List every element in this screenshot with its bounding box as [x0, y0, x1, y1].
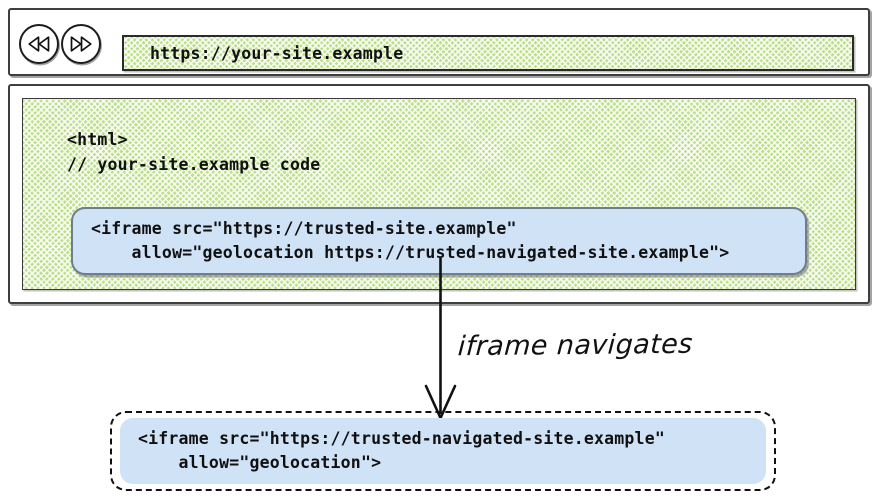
url-text: https://your-site.example [150, 43, 404, 63]
rewind-icon [27, 36, 51, 52]
browser-viewport: <html> // your-site.example code <iframe… [8, 84, 870, 304]
code-line-comment: // your-site.example code [67, 155, 321, 174]
code-line-html-open: <html> [67, 130, 128, 149]
back-button[interactable] [19, 24, 59, 64]
navigation-buttons [19, 22, 103, 66]
forward-button[interactable] [61, 24, 101, 64]
iframe-allow-line: allow="geolocation https://trusted-navig… [91, 243, 730, 262]
page-source-code: <html> // your-site.example code [67, 127, 320, 177]
embedded-iframe-box: <iframe src="https://trusted-site.exampl… [71, 207, 807, 275]
fast-forward-icon [69, 36, 93, 52]
browser-chrome-bar: https://your-site.example [8, 8, 870, 76]
navigated-iframe-box: <iframe src="https://trusted-navigated-s… [120, 418, 766, 484]
url-address-bar[interactable]: https://your-site.example [122, 35, 854, 71]
page-document-body: <html> // your-site.example code <iframe… [22, 98, 856, 290]
navigated-iframe-dashed-outline [110, 411, 776, 491]
navigated-iframe-allow-line: allow="geolocation"> [138, 453, 382, 472]
navigated-iframe-src-line: <iframe src="https://trusted-navigated-s… [138, 429, 665, 448]
iframe-src-line: <iframe src="https://trusted-site.exampl… [91, 219, 517, 238]
annotation-iframe-navigates: iframe navigates [456, 328, 694, 363]
